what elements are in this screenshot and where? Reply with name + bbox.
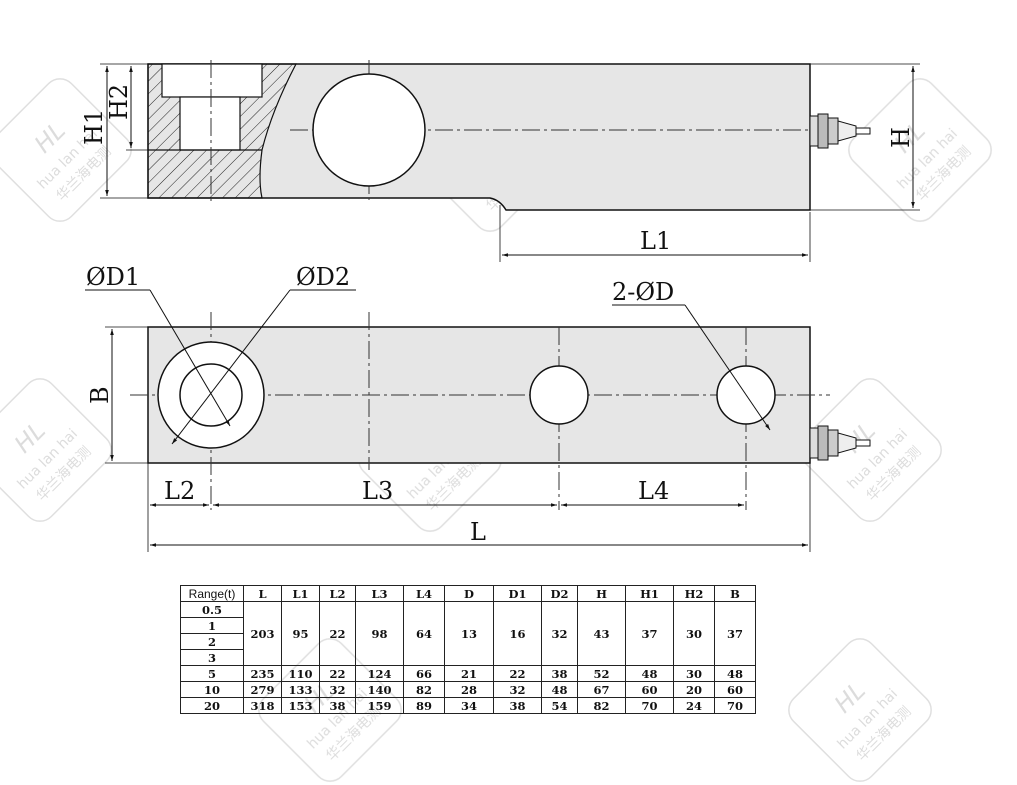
table-header: H2 (673, 585, 715, 602)
mount-hole-1 (529, 365, 589, 425)
table-cell: 82 (403, 681, 445, 698)
dim-label-l: L (470, 518, 486, 546)
table-cell: 30 (673, 665, 715, 682)
table-cell: 38 (319, 697, 356, 714)
table-cell: 22 (493, 665, 542, 682)
dim-label-l1: L1 (640, 227, 671, 255)
table-cell: 133 (281, 681, 320, 698)
table-cell: 279 (243, 681, 282, 698)
dim-label-b: B (86, 386, 114, 404)
table-cell: 67 (577, 681, 626, 698)
table-cell: 21 (444, 665, 494, 682)
table-header: D (444, 585, 494, 602)
dim-label-h1: H1 (80, 109, 108, 145)
cable-connector-top (809, 425, 871, 461)
table-cell: 22 (319, 665, 356, 682)
table-header: L2 (319, 585, 356, 602)
table-cell: 38 (493, 697, 542, 714)
table-cell: 159 (355, 697, 404, 714)
dim-label-h: H (887, 127, 915, 148)
table-cell: 60 (625, 681, 674, 698)
table-cell: 52 (577, 665, 626, 682)
table-cell: 32 (541, 601, 578, 666)
table-cell: 48 (714, 665, 756, 682)
table-cell: 98 (355, 601, 404, 666)
table-row: 5 235 110 22 124 66 21 22 38 52 48 30 48 (180, 665, 756, 682)
table-cell: 153 (281, 697, 320, 714)
table-header: L3 (355, 585, 404, 602)
table-cell: 32 (493, 681, 542, 698)
side-view: H1 H2 H L1 (80, 60, 920, 262)
table-header: Range(t) (180, 585, 244, 602)
table-cell: 82 (577, 697, 626, 714)
table-cell: 48 (541, 681, 578, 698)
table-cell: 30 (673, 601, 715, 666)
label-d1: ØD1 (86, 263, 140, 291)
table-cell: 66 (403, 665, 445, 682)
range-cell: 2 (180, 633, 244, 650)
table-cell: 110 (281, 665, 320, 682)
table-header: D2 (541, 585, 578, 602)
table-cell: 124 (355, 665, 404, 682)
table-row: 0.5 203 95 22 98 64 13 16 32 43 37 30 37 (180, 601, 756, 666)
table-cell: 34 (444, 697, 494, 714)
table-cell: 43 (577, 601, 626, 666)
dim-label-l4: L4 (638, 477, 669, 505)
table-cell: 37 (625, 601, 674, 666)
table-header: L4 (403, 585, 445, 602)
table-cell: 54 (541, 697, 578, 714)
table-cell: 318 (243, 697, 282, 714)
table-cell: 32 (319, 681, 356, 698)
range-cell: 3 (180, 649, 244, 666)
range-cell: 20 (180, 697, 244, 714)
table-cell: 89 (403, 697, 445, 714)
table-header: L (243, 585, 282, 602)
table-cell: 64 (403, 601, 445, 666)
dim-label-l2: L2 (164, 477, 195, 505)
table-cell: 235 (243, 665, 282, 682)
table-cell: 24 (673, 697, 715, 714)
table-row: 10 279 133 32 140 82 28 32 48 67 60 20 6… (180, 681, 756, 698)
table-cell: 22 (319, 601, 356, 666)
table-cell: 60 (714, 681, 756, 698)
table-cell: 140 (355, 681, 404, 698)
table-cell: 28 (444, 681, 494, 698)
range-cell: 1 (180, 617, 244, 634)
table-cell: 37 (714, 601, 756, 666)
table-header: D1 (493, 585, 542, 602)
table-header-row: Range(t) L L1 L2 L3 L4 D D1 D2 H H1 H2 B (180, 585, 756, 602)
table-header: L1 (281, 585, 320, 602)
counterbore-inner (179, 363, 243, 427)
spec-table: Range(t) L L1 L2 L3 L4 D D1 D2 H H1 H2 B… (180, 585, 756, 714)
range-cell: 0.5 (180, 601, 244, 618)
table-cell: 70 (714, 697, 756, 714)
dim-label-l3: L3 (362, 477, 393, 505)
counterbore (161, 63, 263, 98)
table-cell: 48 (625, 665, 674, 682)
table-header: H1 (625, 585, 674, 602)
table-cell: 16 (493, 601, 542, 666)
table-header: B (714, 585, 756, 602)
label-2d: 2-ØD (612, 278, 674, 306)
range-cell: 5 (180, 665, 244, 682)
table-cell: 20 (673, 681, 715, 698)
table-header: H (577, 585, 626, 602)
table-row: 20 318 153 38 159 89 34 38 54 82 70 24 7… (180, 697, 756, 714)
table-cell: 13 (444, 601, 494, 666)
dim-label-h2: H2 (105, 84, 133, 120)
side-view-body (147, 63, 811, 211)
table-cell: 95 (281, 601, 320, 666)
label-d2: ØD2 (296, 263, 350, 291)
side-view-hole (312, 73, 426, 187)
table-cell: 38 (541, 665, 578, 682)
thread-hole (179, 96, 241, 151)
range-cell: 10 (180, 681, 244, 698)
table-cell: 70 (625, 697, 674, 714)
table-cell: 203 (243, 601, 282, 666)
top-view: ØD1 ØD2 2-ØD B L2 L3 L4 L (85, 263, 871, 552)
cable-connector (809, 113, 871, 149)
